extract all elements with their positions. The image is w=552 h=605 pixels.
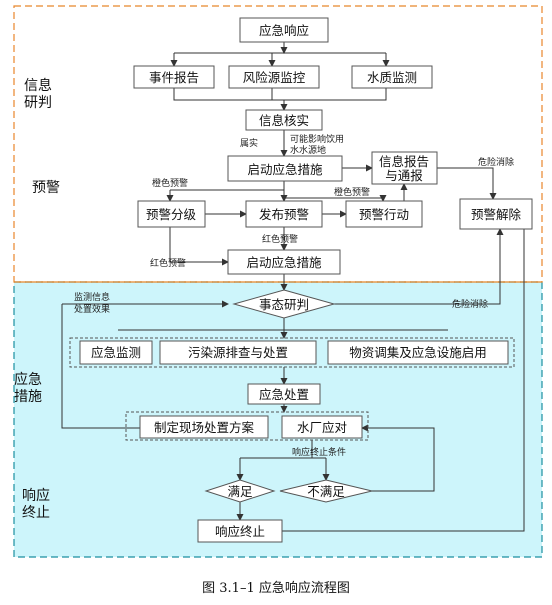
info-report-node [371, 151, 438, 185]
plant-response-label: 水厂应对 [297, 420, 347, 435]
info-verify-node [245, 109, 323, 131]
edge-label-affects-2: 水水源地 [290, 144, 326, 156]
edge-label-orange-1: 橙色预警 [152, 177, 188, 189]
edge-label-affects-1: 可能影响饮用 [290, 133, 344, 145]
phase-label-response: 应急措施 [14, 371, 42, 405]
pollution-check-node [159, 340, 317, 365]
response-end-node [197, 519, 283, 543]
edge-label-danger-clear-1: 危险消除 [478, 156, 514, 168]
emergency-response-label: 应急响应 [259, 23, 309, 38]
response-end-label: 响应终止 [215, 524, 265, 539]
warning-lift-node [459, 198, 533, 230]
situation-judge-label: 事态研判 [259, 297, 309, 312]
edge-label-red-1: 红色预警 [262, 233, 298, 245]
risk-monitor-node [228, 65, 320, 89]
start-measures-node-1 [227, 155, 343, 182]
emergency-response-node [239, 17, 329, 43]
start-measures-node-2 [227, 249, 341, 275]
edge-label-confirmed: 属实 [240, 137, 258, 149]
warning-lift-label: 预警解除 [471, 207, 522, 222]
situation-judge-diamond [232, 289, 336, 319]
emergency-monitor-node [79, 340, 153, 365]
edge-label-danger-clear-2: 危险消除 [452, 298, 488, 310]
measures-group-frame [69, 337, 515, 368]
warning-grading-node [137, 200, 206, 228]
emergency-handling-node [247, 383, 321, 405]
info-report-label-2: 与通报 [385, 168, 423, 183]
onsite-plan-node [139, 415, 269, 439]
plan-group-frame [125, 411, 369, 441]
event-report-label: 事件报告 [149, 70, 199, 85]
onsite-plan-label: 制定现场处置方案 [154, 420, 255, 435]
warning-action-node [345, 200, 423, 228]
phase-label-info-1: 信息研判 [24, 77, 52, 111]
plant-response-node [281, 415, 363, 439]
info-verify-label: 信息核实 [259, 113, 309, 128]
not-satisfied-diamond [279, 479, 373, 503]
response-phase-region [13, 281, 543, 558]
satisfied-label: 满足 [227, 484, 253, 499]
issue-warning-node [245, 200, 323, 228]
edge-label-monitor-info-2: 处置效果 [74, 303, 110, 315]
start-measures-label-2: 启动应急措施 [246, 255, 322, 270]
materials-label: 物资调集及应急设施启用 [349, 345, 487, 360]
edge-label-orange-2: 橙色预警 [334, 186, 370, 198]
satisfied-diamond [204, 479, 276, 503]
risk-monitor-label: 风险源监控 [243, 70, 306, 85]
water-monitor-label: 水质监测 [367, 70, 417, 85]
emergency-monitor-label: 应急监测 [91, 345, 141, 360]
not-satisfied-label: 不满足 [307, 484, 345, 499]
figure-caption: 图 3.1–1 应急响应流程图 [202, 581, 350, 596]
edge-label-end-condition: 响应终止条件 [292, 446, 346, 458]
warning-action-label: 预警行动 [359, 207, 409, 222]
event-report-node [133, 65, 215, 89]
start-measures-label-1: 启动应急措施 [247, 162, 323, 177]
edge-label-monitor-info-1: 监测信息 [74, 291, 110, 303]
warning-grading-label: 预警分级 [146, 207, 197, 222]
pollution-check-label: 污染源排查与处置 [188, 345, 288, 360]
water-monitor-node [351, 65, 433, 89]
edge-label-red-2: 红色预警 [150, 257, 186, 269]
materials-node [327, 340, 509, 365]
issue-warning-label: 发布预警 [259, 207, 309, 222]
emergency-handling-label: 应急处置 [259, 387, 309, 402]
info-report-label-1: 信息报告 [379, 154, 429, 169]
phase-label-end: 响应终止 [22, 487, 50, 521]
phase-label-warning: 预警 [32, 180, 60, 196]
